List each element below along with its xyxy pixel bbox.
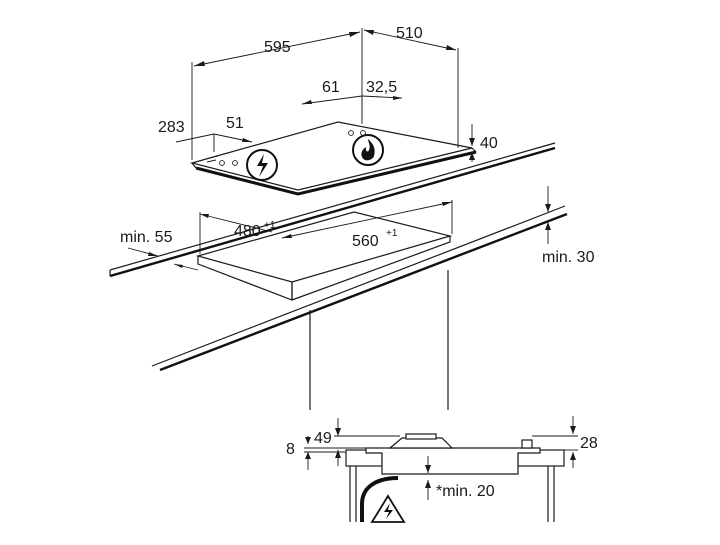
dim-49-label: 49 [314, 430, 332, 447]
section-view: 8 49 28 *min. 20 [286, 416, 598, 523]
dim-cutout-width: 560 +1 [281, 200, 453, 250]
dim-51-label: 51 [226, 115, 244, 132]
hob-section-body [365, 447, 541, 475]
dim-depth-top: 510 [363, 25, 459, 148]
dim-hob-height: 40 [469, 124, 498, 162]
dim-min-55-label: min. 55 [120, 229, 173, 246]
hob-plate [189, 121, 473, 191]
electric-warning-triangle-icon [370, 494, 406, 523]
dim-min-front-edge: min. 55 [120, 229, 199, 271]
dim-left-offsets: 283 51 [158, 115, 253, 152]
dim-width-top: 595 [191, 28, 363, 160]
dim-480-tolerance: +1 [264, 220, 276, 231]
gas-flame-icon [352, 134, 384, 166]
dim-min-20-label: *min. 20 [436, 483, 495, 500]
hob-top-view: 595 510 61 32,5 283 51 [158, 25, 498, 196]
hob-front-edge [195, 150, 477, 196]
dim-480-label: 480 [234, 223, 261, 240]
worktop-cutout: 480 +1 560 +1 min. 55 min. 30 [109, 142, 595, 410]
dim-cutout-depth: 480 +1 [199, 212, 276, 254]
dim-61-label: 61 [322, 79, 340, 96]
dim-section-clearance: *min. 20 [425, 456, 495, 500]
knob-section [521, 439, 533, 449]
dim-560-tolerance: +1 [386, 228, 398, 239]
electric-warning-icon [246, 149, 278, 181]
dim-28-label: 28 [580, 435, 598, 452]
dim-510-label: 510 [396, 25, 423, 42]
dim-middle-offsets: 61 32,5 [301, 79, 403, 124]
dim-32-5-label: 32,5 [366, 79, 397, 96]
dim-8-label: 8 [286, 441, 295, 458]
dim-560-label: 560 [352, 233, 379, 250]
hob-connection-marks [206, 130, 366, 166]
burner-section [388, 437, 454, 449]
dim-section-left: 8 49 [286, 418, 400, 470]
dim-283-label: 283 [158, 119, 185, 136]
supply-cable [360, 476, 399, 522]
dim-595-label: 595 [264, 39, 291, 56]
dim-min-wall: min. 30 [542, 186, 595, 266]
dim-section-right: 28 [532, 416, 598, 468]
dim-40-label: 40 [480, 135, 498, 152]
dim-min-30-label: min. 30 [542, 249, 595, 266]
